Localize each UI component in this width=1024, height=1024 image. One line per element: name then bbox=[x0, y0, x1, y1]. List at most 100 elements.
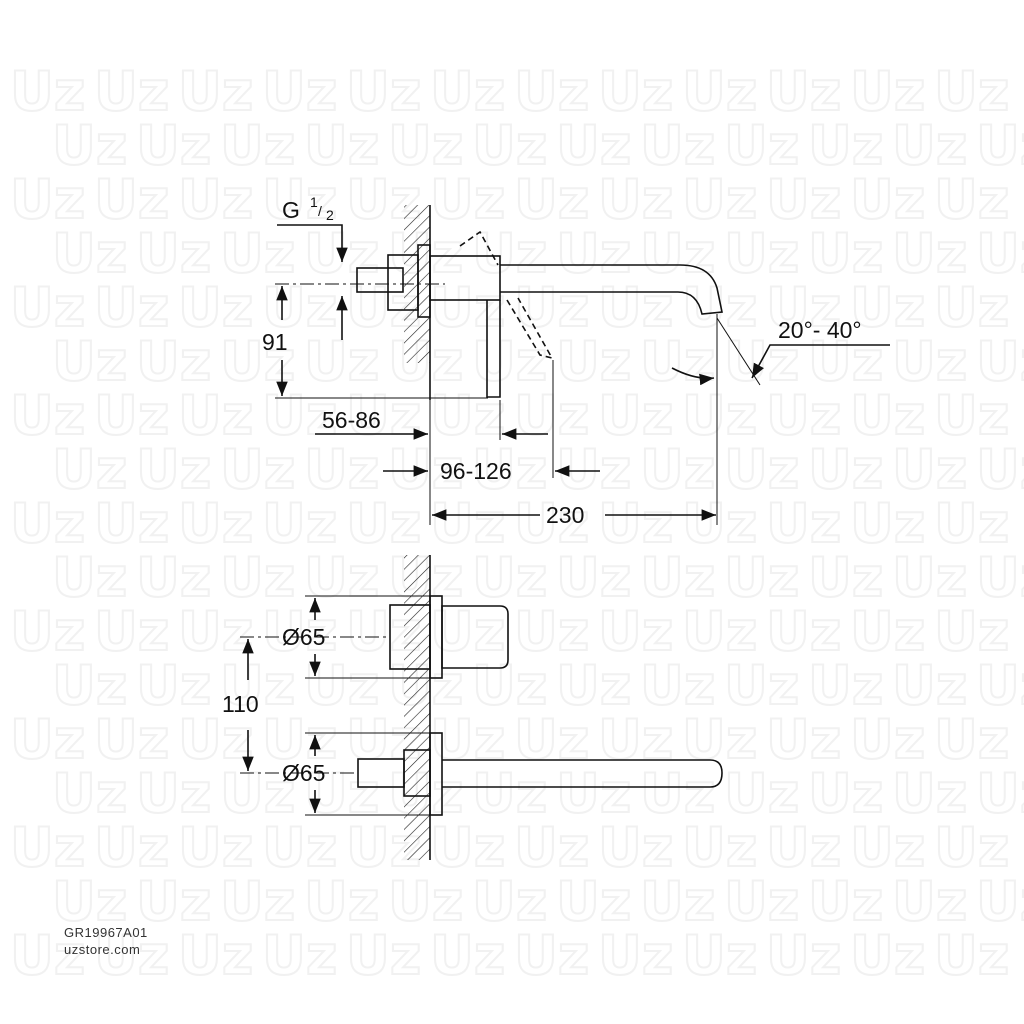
watermark-logo: Uz bbox=[94, 384, 169, 447]
watermark-logo: Uz bbox=[304, 114, 379, 177]
watermark-logo: Uz bbox=[262, 492, 337, 555]
watermark-logo: Uz bbox=[808, 762, 883, 825]
watermark-logo: Uz bbox=[136, 114, 211, 177]
watermark-logo: Uz bbox=[178, 816, 253, 879]
label-angle: 20°- 40° bbox=[778, 317, 862, 343]
watermark-logo: Uz bbox=[136, 870, 211, 933]
watermark-logo: Uz bbox=[178, 168, 253, 231]
thread-leader bbox=[277, 224, 348, 262]
watermark-logo: Uz bbox=[472, 114, 547, 177]
watermark-logo: Uz bbox=[262, 168, 337, 231]
thread-numerator: 1 bbox=[310, 194, 318, 210]
watermark-logo: Uz bbox=[304, 870, 379, 933]
watermark-logo: Uz bbox=[682, 924, 757, 987]
watermark-logo: Uz bbox=[136, 762, 211, 825]
watermark-logo: Uz bbox=[976, 546, 1024, 609]
watermark-logo: Uz bbox=[976, 438, 1024, 501]
watermark-logo: Uz bbox=[682, 600, 757, 663]
watermark-logo: Uz bbox=[220, 438, 295, 501]
watermark-logo: Uz bbox=[514, 924, 589, 987]
watermark-logo: Uz bbox=[178, 924, 253, 987]
watermark-logo: Uz bbox=[682, 168, 757, 231]
watermark-logo: Uz bbox=[136, 654, 211, 717]
watermark-logo: Uz bbox=[262, 708, 337, 771]
watermark-logo: Uz bbox=[976, 870, 1024, 933]
watermark-logo: Uz bbox=[850, 708, 925, 771]
watermark-logo: Uz bbox=[94, 708, 169, 771]
watermark-logo: Uz bbox=[514, 816, 589, 879]
watermark-logo: Uz bbox=[598, 816, 673, 879]
watermark-logo: Uz bbox=[850, 384, 925, 447]
angle-from: 20° bbox=[778, 317, 813, 343]
side-view bbox=[275, 205, 890, 525]
watermark-logo: Uz bbox=[682, 816, 757, 879]
watermark-logo: Uz bbox=[52, 438, 127, 501]
label-diameter-lower: Ø65 bbox=[282, 760, 325, 786]
watermark-logo: Uz bbox=[934, 276, 1009, 339]
watermark-logo: Uz bbox=[850, 600, 925, 663]
watermark-logo: Uz bbox=[766, 384, 841, 447]
watermark-logo: Uz bbox=[766, 708, 841, 771]
watermark-logo: Uz bbox=[682, 60, 757, 123]
watermark-logo: Uz bbox=[556, 870, 631, 933]
watermark-logo: Uz bbox=[850, 816, 925, 879]
angle-arc-arrow bbox=[671, 367, 715, 386]
watermark-logo: Uz bbox=[682, 708, 757, 771]
inlet-pipe bbox=[356, 267, 404, 293]
watermark-logo: Uz bbox=[766, 924, 841, 987]
watermark-logo: Uz bbox=[514, 168, 589, 231]
watermark-logo: Uz bbox=[136, 222, 211, 285]
watermark-logo: Uz bbox=[766, 276, 841, 339]
watermark-logo: Uz bbox=[178, 384, 253, 447]
watermark-logo: Uz bbox=[10, 384, 85, 447]
watermark-logo: Uz bbox=[934, 168, 1009, 231]
watermark-logo: Uz bbox=[472, 330, 547, 393]
watermark-logo: Uz bbox=[52, 114, 127, 177]
watermark-logo: Uz bbox=[472, 654, 547, 717]
store-url: uzstore.com bbox=[64, 942, 141, 957]
watermark-logo: Uz bbox=[94, 816, 169, 879]
watermark-logo: Uz bbox=[514, 60, 589, 123]
watermark-logo: Uz bbox=[724, 438, 799, 501]
watermark-logo: Uz bbox=[52, 546, 127, 609]
watermark-logo: Uz bbox=[52, 222, 127, 285]
watermark-logo: Uz bbox=[934, 384, 1009, 447]
watermark-logo: Uz bbox=[934, 492, 1009, 555]
watermark-logo: Uz bbox=[430, 384, 505, 447]
watermark-logo: Uz bbox=[934, 924, 1009, 987]
watermark-logo: Uz bbox=[892, 870, 967, 933]
watermark-logo: Uz bbox=[850, 276, 925, 339]
watermark-logo: Uz bbox=[556, 762, 631, 825]
watermark-logo: Uz bbox=[598, 60, 673, 123]
watermark-logo: Uz bbox=[52, 654, 127, 717]
watermark-logo: Uz bbox=[472, 222, 547, 285]
watermark-logo: Uz bbox=[976, 114, 1024, 177]
watermark-logo: Uz bbox=[178, 60, 253, 123]
watermark-logo: Uz bbox=[52, 762, 127, 825]
watermark-logo: Uz bbox=[220, 762, 295, 825]
watermark-logo: Uz bbox=[220, 870, 295, 933]
handle-knob bbox=[441, 605, 509, 669]
watermark-logo: Uz bbox=[388, 114, 463, 177]
angle-leader bbox=[751, 344, 890, 379]
watermark-logo: Uz bbox=[430, 276, 505, 339]
thread-slash: / bbox=[318, 203, 322, 219]
watermark-logo: Uz bbox=[976, 330, 1024, 393]
watermark-logo: Uz bbox=[136, 330, 211, 393]
watermark-logo: Uz bbox=[850, 924, 925, 987]
watermark-logo: Uz bbox=[640, 222, 715, 285]
watermark-logo: Uz bbox=[766, 168, 841, 231]
watermark-logo: Uz bbox=[766, 60, 841, 123]
front-spout bbox=[442, 759, 723, 788]
watermark-logo: Uz bbox=[262, 276, 337, 339]
spout bbox=[500, 264, 723, 315]
watermark-logo: Uz bbox=[934, 60, 1009, 123]
watermark-logo: Uz bbox=[178, 600, 253, 663]
watermark-logo: Uz bbox=[892, 654, 967, 717]
watermark-logo: Uz bbox=[346, 384, 421, 447]
watermark-logo: Uz bbox=[136, 438, 211, 501]
watermark-logo: Uz bbox=[262, 384, 337, 447]
handle-lever bbox=[486, 300, 501, 398]
